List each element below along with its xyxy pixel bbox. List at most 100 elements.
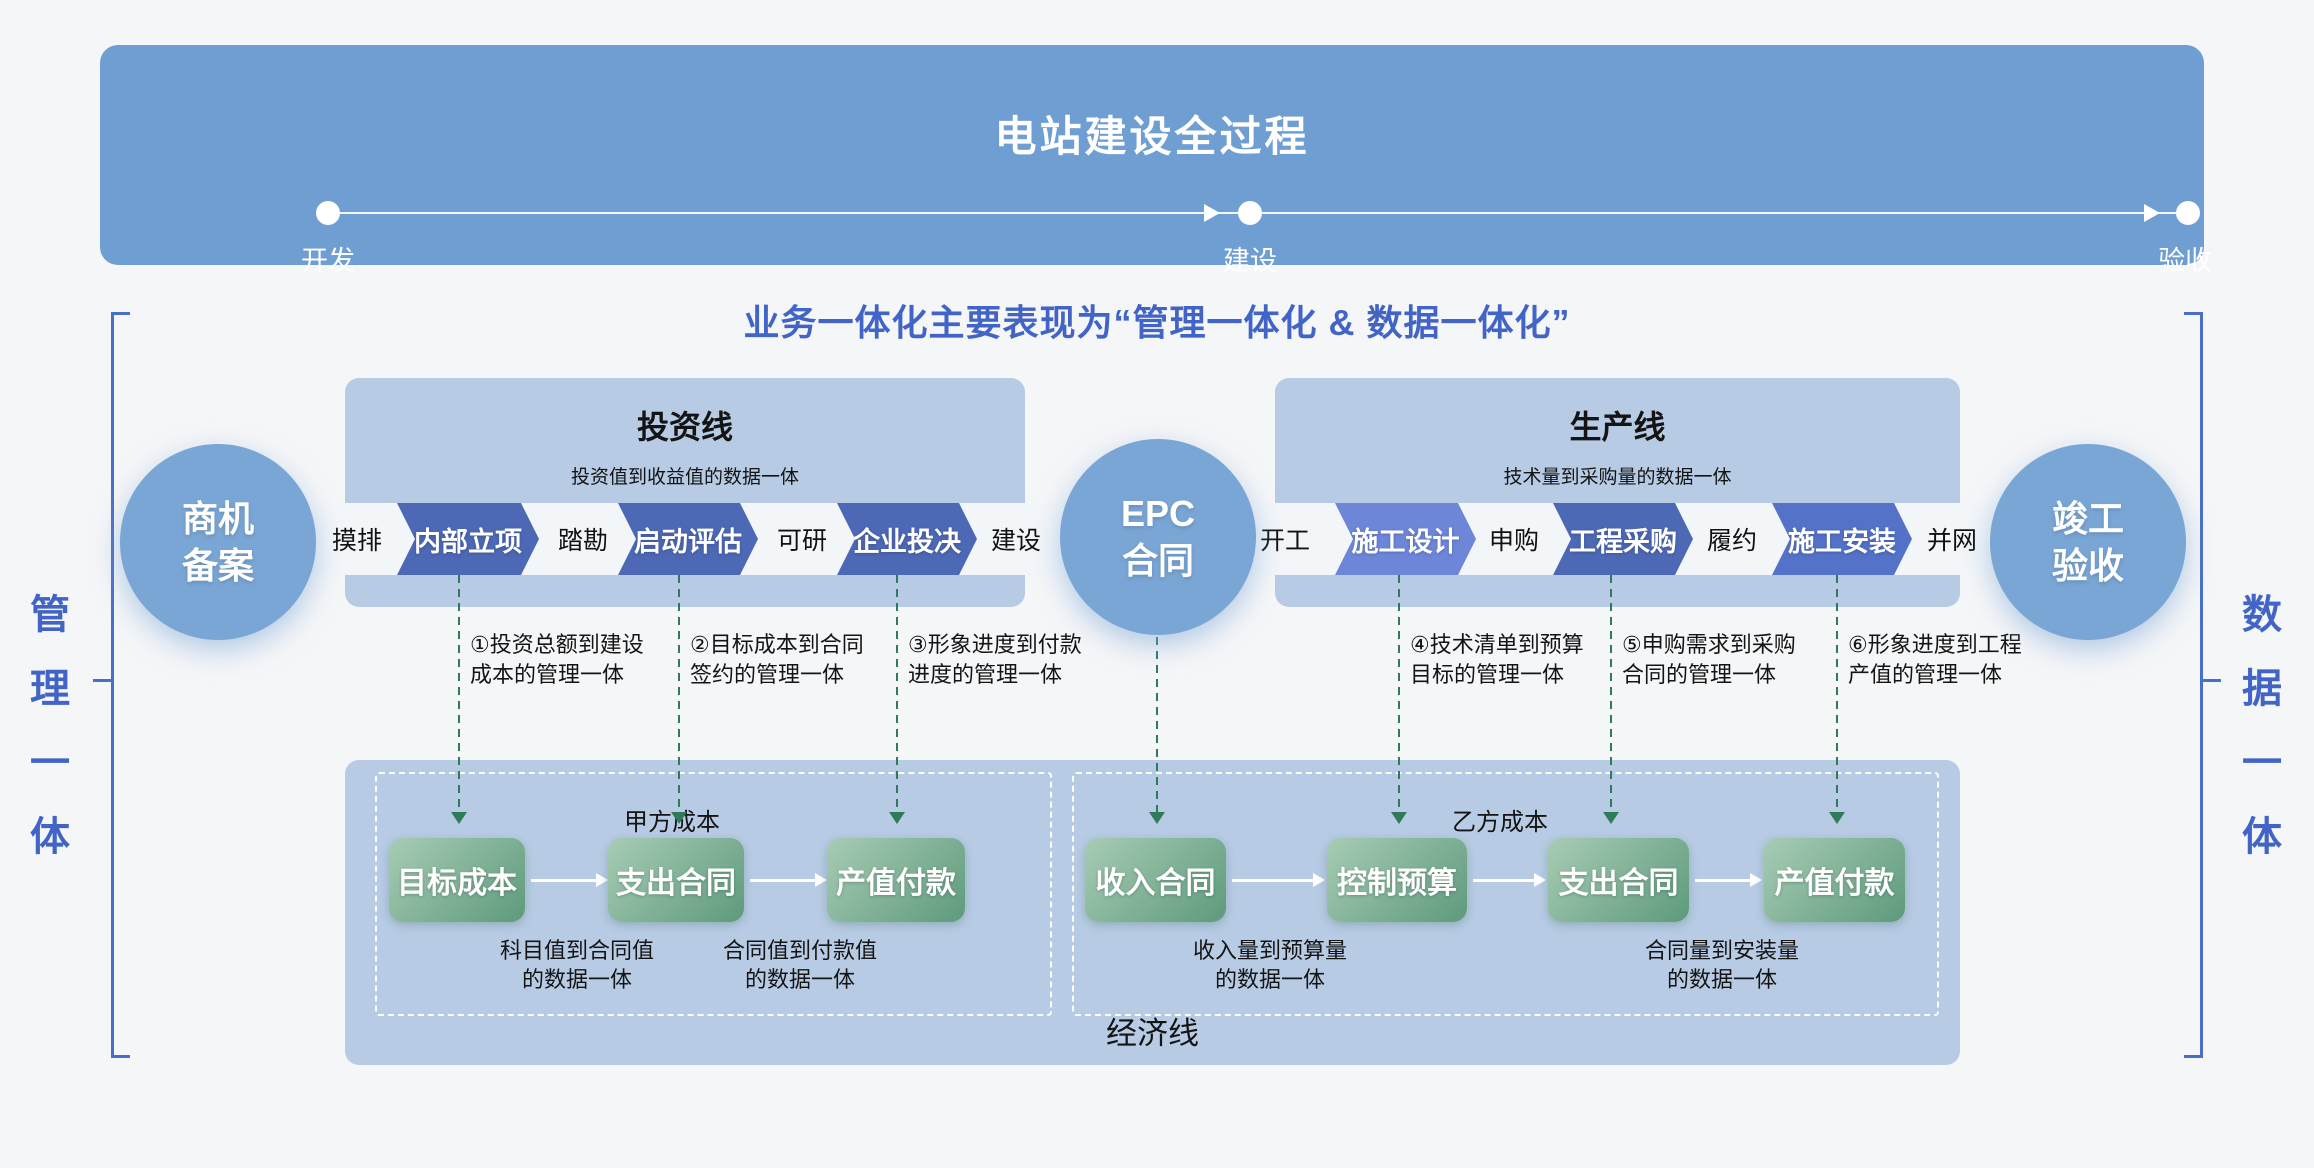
- annotation-line: 签约的管理一体: [690, 662, 845, 687]
- invest-line-subtitle: 投资值到收益值的数据一体: [570, 467, 799, 488]
- headline: 业务一体化主要表现为“管理一体化 & 数据一体化”: [743, 302, 1571, 343]
- invest-step-6-chevron: 企业投决: [837, 503, 977, 575]
- caption-line: 的数据一体: [744, 967, 855, 992]
- milestone-label-develop: 开发: [301, 246, 355, 276]
- connector-epc: [1156, 637, 1158, 812]
- produce-step-3: 申购: [1488, 527, 1539, 555]
- timeline-arrow-icon: [2144, 204, 2160, 222]
- connector-2: [678, 575, 680, 812]
- annotation-line: ②目标成本到合同: [690, 632, 864, 657]
- box-label: 产值付款: [1774, 867, 1895, 900]
- annotation-4: ④技术清单到预算 目标的管理一体: [1410, 630, 1640, 690]
- right-bracket-top-tip: [2184, 312, 2203, 315]
- flow-arrow-icon: [1695, 873, 1762, 887]
- circle-text: EPC: [1120, 493, 1196, 534]
- invest-step-3: 踏勘: [557, 527, 608, 555]
- step-label: 内部立项: [414, 526, 522, 557]
- box-output-payment-a: 产值付款: [827, 838, 965, 922]
- connector-5: [1610, 575, 1612, 812]
- invest-step-7: 建设: [990, 527, 1041, 555]
- produce-step-5: 履约: [1706, 527, 1757, 555]
- produce-step-2-chevron: 施工设计: [1335, 503, 1476, 575]
- flow-arrow-icon: [1232, 873, 1325, 887]
- step-label: 施工设计: [1351, 526, 1460, 557]
- box-expense-contract-b: 支出合同: [1548, 838, 1689, 922]
- caption-line: 科目值到合同值: [499, 938, 654, 963]
- milestone-label-build: 建设: [1223, 246, 1277, 276]
- annotation-line: 产值的管理一体: [1848, 662, 2003, 687]
- left-bracket-bottom-tip: [111, 1055, 130, 1058]
- connector-arrow-icon: [1829, 812, 1845, 824]
- circle-completion-acceptance: 竣工 验收: [1990, 444, 2186, 640]
- flow-arrow-icon: [1473, 873, 1546, 887]
- step-label: 工程采购: [1569, 526, 1677, 557]
- caption-line: 合同值到付款值: [722, 938, 877, 963]
- annotation-line: ④技术清单到预算: [1410, 632, 1584, 657]
- invest-step-2-chevron: 内部立项: [397, 503, 539, 575]
- party-b-label: 乙方成本: [1452, 809, 1548, 836]
- circle-text: 竣工: [2051, 498, 2124, 539]
- step-label: 启动评估: [634, 526, 742, 557]
- caption-b1: 收入量到预算量 的数据一体: [1160, 936, 1380, 994]
- caption-line: 的数据一体: [1666, 967, 1777, 992]
- invest-step-5: 可研: [776, 527, 827, 555]
- box-target-cost: 目标成本: [389, 838, 525, 922]
- circle-text: 商机: [181, 498, 254, 539]
- invest-step-4-chevron: 启动评估: [618, 503, 758, 575]
- timeline-arrow-icon: [1204, 204, 1220, 222]
- annotation-line: ⑤申购需求到采购: [1622, 632, 1796, 657]
- annotation-2: ②目标成本到合同 签约的管理一体: [690, 630, 920, 690]
- annotation-line: 合同的管理一体: [1622, 662, 1777, 687]
- left-bracket: [111, 312, 114, 1058]
- produce-step-7: 并网: [1926, 527, 1977, 555]
- produce-line-subtitle: 技术量到采购量的数据一体: [1503, 467, 1732, 488]
- produce-step-6-chevron: 施工安装: [1772, 503, 1912, 575]
- connector-arrow-icon: [451, 812, 467, 824]
- caption-line: 收入量到预算量: [1192, 938, 1347, 963]
- circle-business-opportunity: 商机 备案: [120, 444, 316, 640]
- annotation-line: ③形象进度到付款: [908, 632, 1082, 657]
- annotation-line: ⑥形象进度到工程: [1848, 632, 2022, 657]
- connector-4: [1398, 575, 1400, 812]
- box-income-contract: 收入合同: [1085, 838, 1226, 922]
- box-label: 目标成本: [397, 867, 517, 900]
- right-bracket-tick: [2203, 679, 2221, 682]
- banner-title: 电站建设全过程: [994, 113, 1310, 160]
- party-a-dashed-box: [375, 772, 1052, 1016]
- box-label: 收入合同: [1095, 867, 1216, 900]
- connector-1: [458, 575, 460, 812]
- connector-arrow-icon: [889, 812, 905, 824]
- produce-step-4-chevron: 工程采购: [1553, 503, 1693, 575]
- box-label: 支出合同: [1558, 867, 1679, 900]
- annotation-line: 进度的管理一体: [908, 662, 1063, 687]
- side-label-management: 管理一体: [30, 593, 70, 859]
- box-label: 控制预算: [1337, 867, 1457, 900]
- annotation-3: ③形象进度到付款 进度的管理一体: [908, 630, 1138, 690]
- box-label: 产值付款: [836, 867, 956, 900]
- produce-line-title: 生产线: [1569, 409, 1666, 445]
- economy-line-title: 经济线: [1106, 1016, 1199, 1051]
- flow-arrow-icon: [750, 873, 827, 887]
- left-bracket-tick: [93, 679, 111, 682]
- circle-text: 合同: [1121, 540, 1194, 581]
- produce-step-1: 开工: [1259, 527, 1310, 555]
- timeline-dot-build: [1238, 201, 1262, 225]
- box-expense-contract-a: 支出合同: [608, 838, 744, 922]
- caption-a1: 科目值到合同值 的数据一体: [467, 936, 687, 994]
- annotation-line: 成本的管理一体: [470, 662, 625, 687]
- annotation-1: ①投资总额到建设 成本的管理一体: [470, 630, 700, 690]
- circle-text: 备案: [181, 545, 254, 586]
- caption-line: 的数据一体: [1214, 967, 1325, 992]
- annotation-line: 目标的管理一体: [1410, 662, 1565, 687]
- box-output-payment-b: 产值付款: [1764, 838, 1905, 922]
- flow-arrow-icon: [531, 873, 608, 887]
- banner: 电站建设全过程 开发 建设 验收: [100, 45, 2212, 276]
- connector-3: [896, 575, 898, 812]
- connector-arrow-icon: [1391, 812, 1407, 824]
- party-b-dashed-box: [1072, 772, 1939, 1016]
- circle-epc-contract: EPC 合同: [1060, 439, 1256, 635]
- circle-text: 验收: [2051, 545, 2124, 586]
- connector-arrow-icon: [1603, 812, 1619, 824]
- invest-line-title: 投资线: [636, 409, 733, 445]
